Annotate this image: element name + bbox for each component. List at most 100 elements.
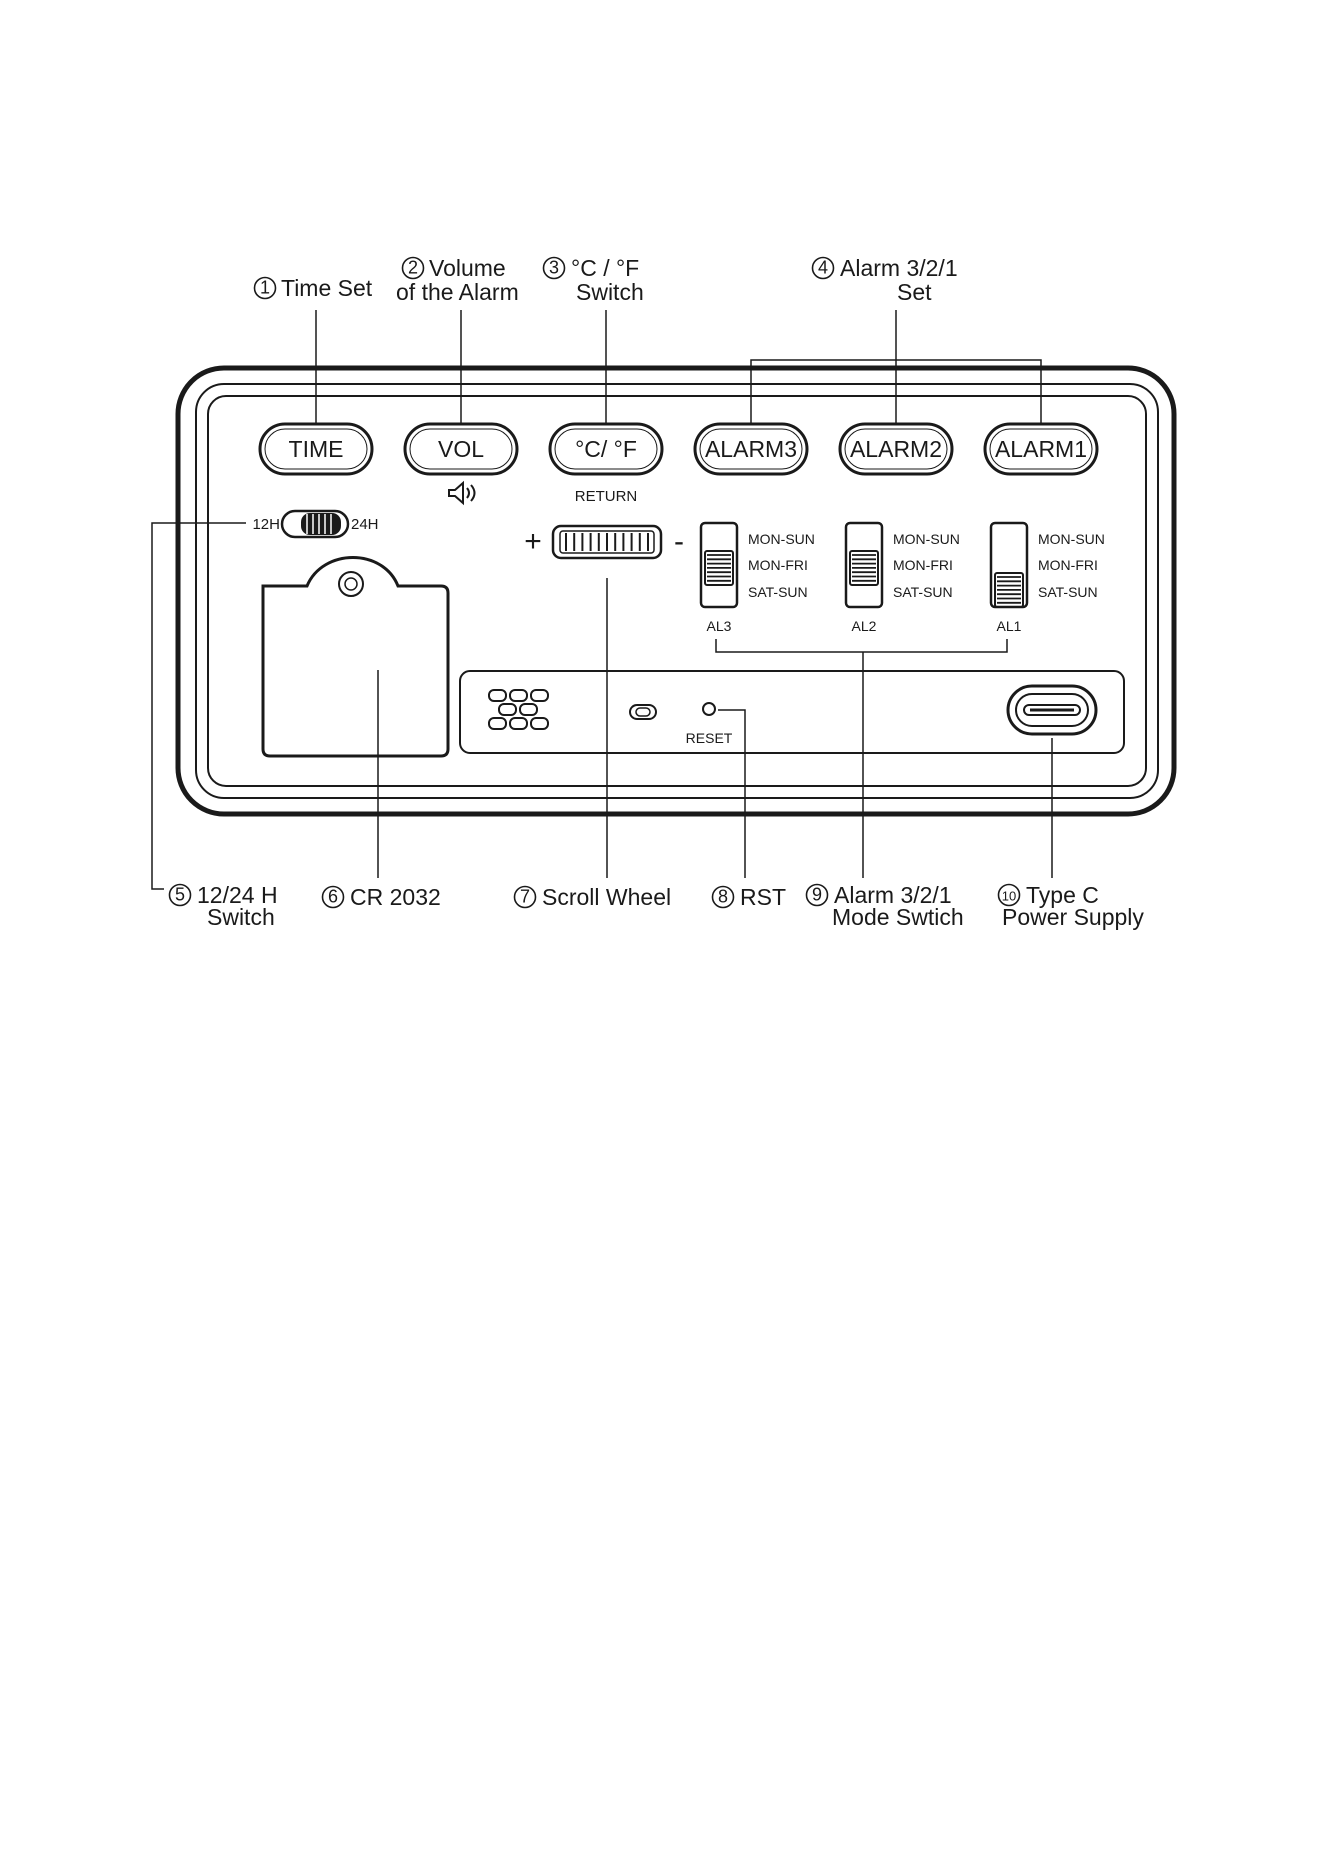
hour-switch-24h-label: 24H xyxy=(351,516,379,533)
device-back-panel xyxy=(207,395,1147,787)
bottom-panel xyxy=(459,670,1125,754)
mode-switch-al2[interactable]: MON-SUN MON-FRI SAT-SUN AL2 xyxy=(844,521,960,634)
callout-number-badge xyxy=(321,885,345,909)
led-indicator-icon xyxy=(629,704,657,720)
reset-button[interactable]: RESET xyxy=(686,702,733,746)
button-vol-label: VOL xyxy=(438,436,484,462)
speaker-icon xyxy=(448,480,476,506)
device-inner-frame xyxy=(195,383,1159,799)
reset-label: RESET xyxy=(686,730,733,746)
hour-format-switch[interactable]: 12H 24H xyxy=(252,509,379,539)
leader-lines xyxy=(151,310,1053,890)
mode-switch-knob[interactable] xyxy=(849,550,879,586)
scroll-wheel[interactable]: + - xyxy=(524,524,684,560)
callout-text: Volume xyxy=(429,255,506,281)
callout-number-badge xyxy=(401,256,425,280)
callout-number: 1 xyxy=(260,278,270,298)
callout-7: 7 Scroll Wheel xyxy=(513,884,671,910)
callout-text-line2: Mode Swtich xyxy=(832,904,964,930)
callout-text: Scroll Wheel xyxy=(542,884,671,910)
mode-switch-label: AL1 xyxy=(997,618,1022,634)
button-time[interactable]: TIME xyxy=(258,422,374,476)
callout-text: Type C xyxy=(1026,882,1099,908)
callout-text: Alarm 3/2/1 xyxy=(834,882,952,908)
button-time-label: TIME xyxy=(289,436,344,462)
button-alarm3-label: ALARM3 xyxy=(705,436,797,462)
scroll-wheel-plus: + xyxy=(524,525,542,558)
callout-number-badge xyxy=(711,885,735,909)
callout-text: CR 2032 xyxy=(350,884,441,910)
callout-text: Time Set xyxy=(281,275,373,301)
alarm-mode-switches: MON-SUN MON-FRI SAT-SUN AL3 MON-SUN MON-FRI SA… xyxy=(699,521,1105,634)
mode-option-label: MON-SUN xyxy=(748,531,815,547)
callout-text: RST xyxy=(740,884,786,910)
speaker-grille-icon xyxy=(488,689,549,730)
callout-number: 3 xyxy=(549,258,559,278)
mode-option-label: MON-SUN xyxy=(893,531,960,547)
callout-text: 12/24 H xyxy=(197,882,278,908)
battery-cover[interactable] xyxy=(261,556,450,758)
button-vol[interactable]: VOL xyxy=(403,422,519,476)
callout-text-line2: Switch xyxy=(576,279,644,305)
callout-text-line2: Switch xyxy=(207,904,275,930)
callout-number: 4 xyxy=(818,258,828,278)
callout-6: 6 CR 2032 xyxy=(321,884,441,910)
mode-option-label: MON-SUN xyxy=(1038,531,1105,547)
button-alarm1-label: ALARM1 xyxy=(995,436,1087,462)
callout-number: 9 xyxy=(812,885,822,905)
mode-switch-label: AL3 xyxy=(707,618,732,634)
callout-number: 5 xyxy=(175,885,185,905)
callout-1: 1 Time Set xyxy=(253,275,373,301)
callout-number: 2 xyxy=(408,258,418,278)
button-alarm1[interactable]: ALARM1 xyxy=(983,422,1099,476)
button-alarm2[interactable]: ALARM2 xyxy=(838,422,954,476)
return-label: RETURN xyxy=(575,488,638,505)
callout-text-line2: Power Supply xyxy=(1002,904,1144,930)
mode-option-label: MON-FRI xyxy=(748,557,808,573)
callout-text-line2: Set xyxy=(897,279,932,305)
callout-8: 8 RST xyxy=(711,884,786,910)
mode-switch-knob[interactable] xyxy=(704,550,734,586)
mode-switch-al1[interactable]: MON-SUN MON-FRI SAT-SUN AL1 xyxy=(989,521,1105,634)
callout-number-badge xyxy=(168,883,192,907)
callout-number-badge xyxy=(253,276,277,300)
callout-text: °C / °F xyxy=(571,255,639,281)
usb-c-port-icon xyxy=(1006,684,1098,736)
mode-option-label: SAT-SUN xyxy=(1038,584,1098,600)
device-outer-frame xyxy=(175,365,1177,817)
callout-number-badge xyxy=(805,883,829,907)
hour-switch-12h-label: 12H xyxy=(252,516,280,533)
mode-switch-label: AL2 xyxy=(852,618,877,634)
callout-number: 6 xyxy=(328,887,338,907)
callout-number: 7 xyxy=(520,887,530,907)
callout-text: Alarm 3/2/1 xyxy=(840,255,958,281)
button-temp-unit[interactable]: °C/ °F xyxy=(548,422,664,476)
mode-switch-knob[interactable] xyxy=(994,572,1024,608)
scroll-wheel-minus: - xyxy=(674,525,684,558)
button-alarm3[interactable]: ALARM3 xyxy=(693,422,809,476)
callout-text-line2: of the Alarm xyxy=(396,279,519,305)
button-alarm2-label: ALARM2 xyxy=(850,436,942,462)
callout-number: 10 xyxy=(1002,889,1016,904)
mode-option-label: MON-FRI xyxy=(1038,557,1098,573)
callout-number-badge xyxy=(811,256,835,280)
button-temp-unit-label: °C/ °F xyxy=(575,436,637,462)
callout-number-badge xyxy=(997,883,1021,907)
mode-switch-bracket xyxy=(715,639,1008,664)
callout-number-badge xyxy=(513,885,537,909)
mode-option-label: MON-FRI xyxy=(893,557,953,573)
callout-number-badge xyxy=(542,256,566,280)
callout-number: 8 xyxy=(718,887,728,907)
mode-switch-al3[interactable]: MON-SUN MON-FRI SAT-SUN AL3 xyxy=(699,521,815,634)
mode-option-label: SAT-SUN xyxy=(893,584,953,600)
mode-option-label: SAT-SUN xyxy=(748,584,808,600)
